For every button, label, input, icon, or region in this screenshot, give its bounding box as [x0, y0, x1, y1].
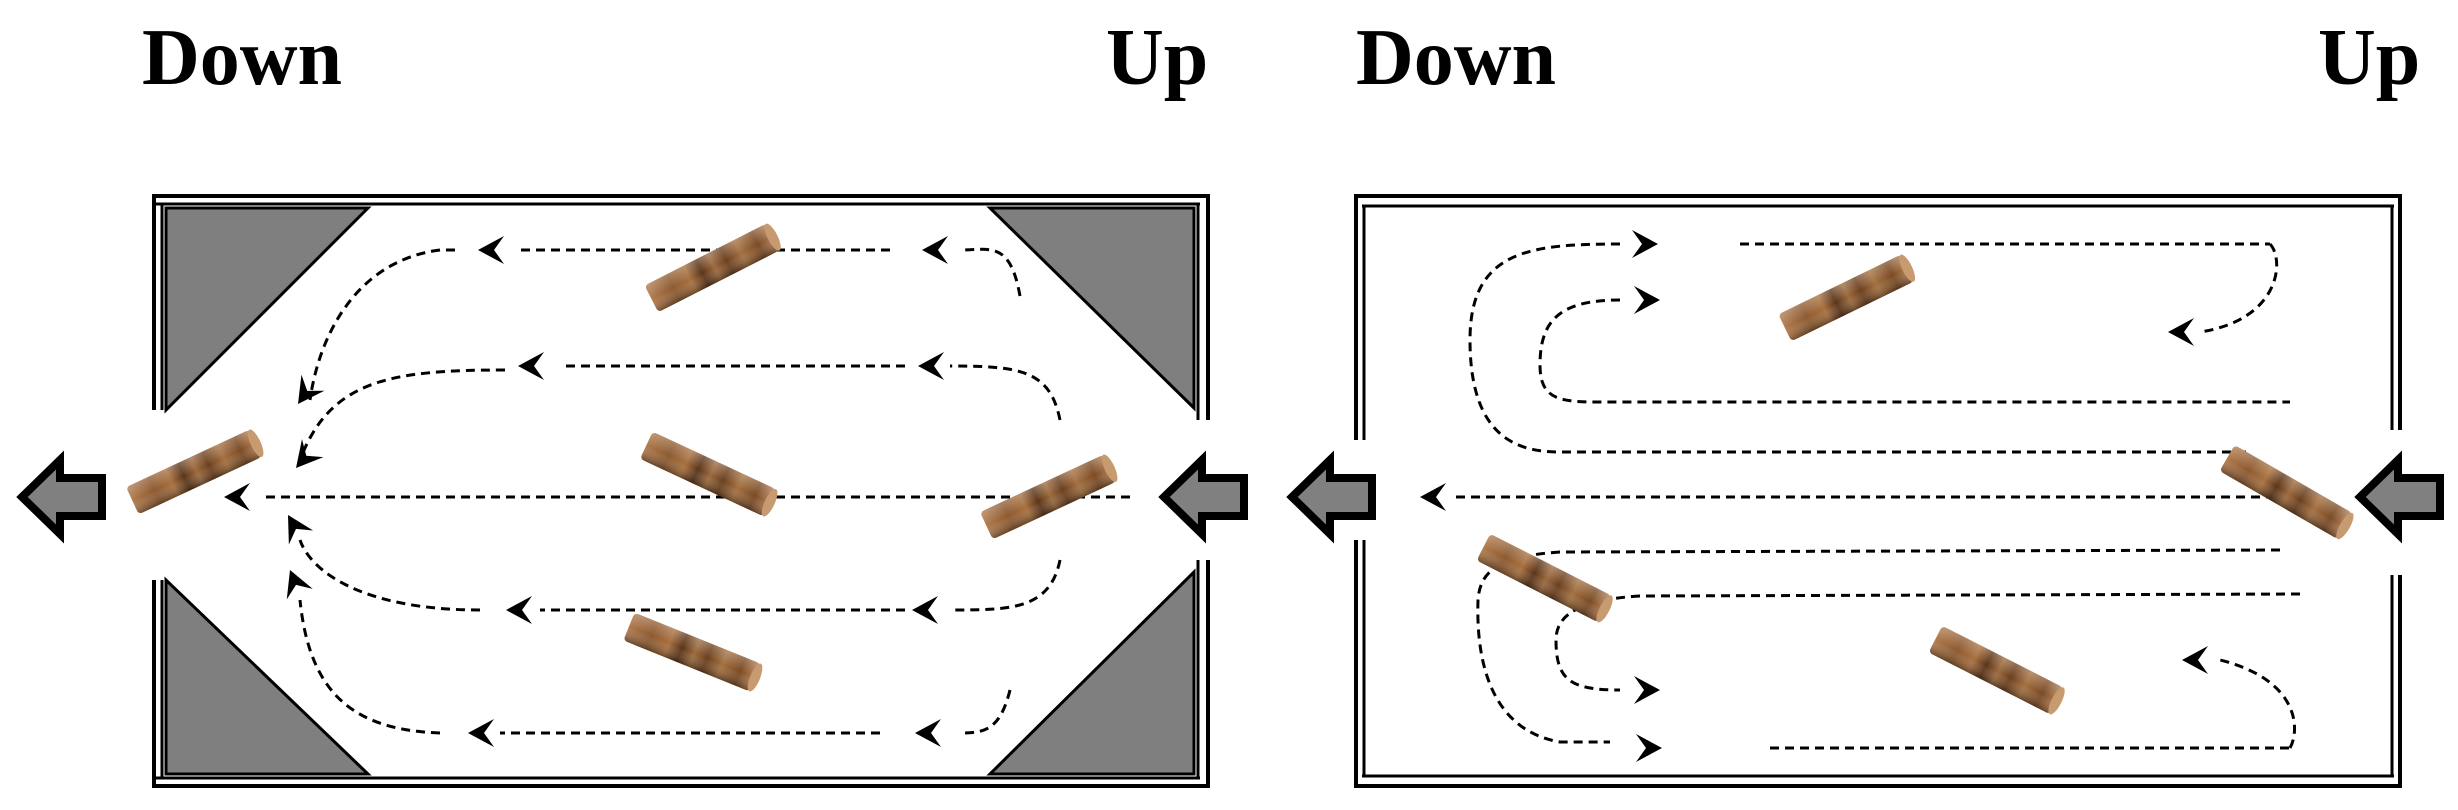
wood-log-icon	[1476, 533, 1616, 625]
corner-baffle	[986, 568, 1196, 776]
right-panel-down-label: Down	[1356, 14, 1557, 102]
corner-baffle	[164, 206, 372, 414]
streamline-arrowhead	[478, 236, 504, 264]
corner-baffle	[986, 206, 1196, 412]
streamline-arrowhead	[912, 596, 938, 624]
streamline-arrowhead	[1632, 230, 1658, 258]
streamline-arrowhead	[1634, 286, 1660, 314]
streamline-arrowhead	[285, 439, 324, 477]
left-panel-walls	[152, 194, 1210, 788]
right-panel-up-label: Up	[2318, 14, 2421, 102]
streamline-arrowhead	[518, 352, 544, 380]
inflow-arrow-icon	[2354, 450, 2444, 544]
streamline-arrowhead	[1420, 483, 1446, 511]
wood-log-icon	[623, 612, 766, 694]
streamline-arrowhead	[275, 508, 314, 545]
streamline-arrowhead	[2168, 318, 2194, 346]
wood-log-icon	[2219, 445, 2357, 542]
right-panel-walls	[1354, 194, 2402, 788]
wood-log-icon	[1778, 252, 1919, 342]
streamline-arrowhead	[277, 564, 313, 600]
streamline-arrowhead	[286, 374, 325, 413]
streamline-arrowhead	[915, 719, 941, 747]
wood-log-icon	[1928, 625, 2068, 717]
streamline-arrowhead	[468, 719, 494, 747]
corner-baffle	[164, 576, 372, 776]
streamline-arrowhead	[918, 352, 944, 380]
left-panel	[16, 194, 1248, 788]
streamline-arrowhead	[506, 596, 532, 624]
wood-log-icon	[644, 221, 784, 313]
inflow-arrow-icon	[1158, 450, 1248, 544]
right-panel	[1286, 194, 2444, 788]
wood-log-icon	[640, 431, 781, 519]
outflow-arrow-icon	[1286, 450, 1376, 544]
streamline-arrowhead	[224, 483, 250, 511]
left-panel-up-label: Up	[1106, 14, 1209, 102]
left-panel-streamlines	[260, 247, 1130, 735]
streamline-arrowhead	[1634, 676, 1660, 704]
wood-log-icon	[126, 427, 267, 515]
streamline-arrowhead	[922, 236, 948, 264]
streamline-arrowhead	[2182, 646, 2208, 674]
outflow-arrow-icon	[16, 450, 106, 544]
streamline-arrowhead	[1636, 734, 1662, 762]
right-panel-streamlines	[1450, 242, 2320, 750]
left-panel-down-label: Down	[142, 14, 343, 102]
